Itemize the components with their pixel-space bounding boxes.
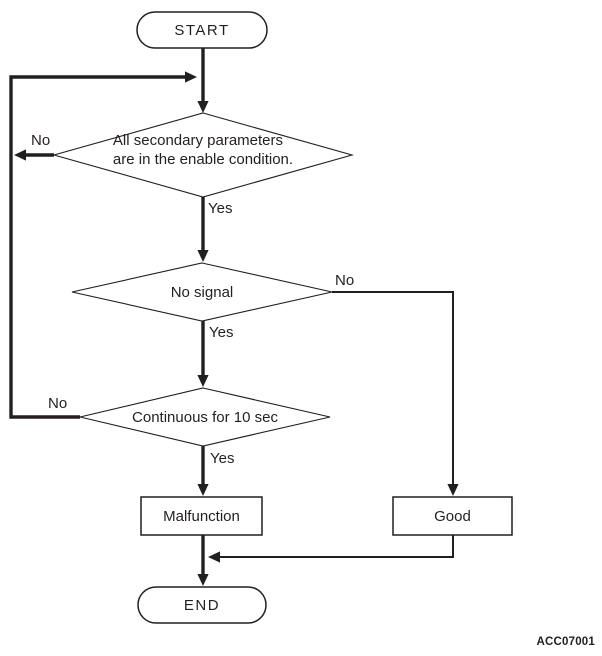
- edge-label-signal-no: No: [335, 272, 355, 289]
- edge-label-signal-yes: Yes: [209, 324, 234, 341]
- good-node-label: Good: [434, 507, 471, 525]
- edge-label-duration-yes: Yes: [210, 450, 235, 467]
- decision-signal-shape: [71, 262, 333, 322]
- arrowhead-into-end-icon: [197, 574, 209, 586]
- end-node-label: END: [183, 596, 221, 614]
- end-terminator-shape: [137, 586, 267, 624]
- decision-duration-shape: [79, 387, 331, 447]
- malfunction-box-shape: [140, 496, 263, 536]
- edge-label-duration-no: No: [48, 395, 68, 412]
- decision-duration-label: Continuous for 10 sec: [132, 409, 278, 426]
- decision-signal-label: No signal: [170, 284, 234, 301]
- edge-good-merge: [220, 535, 454, 558]
- malfunction-node-label: Malfunction: [163, 507, 240, 525]
- arrowheads: [14, 71, 459, 586]
- connectors-branch: [220, 291, 454, 558]
- figure-code: ACC07001: [536, 636, 595, 648]
- arrowhead-into-params-icon: [197, 101, 209, 113]
- edge-signal-no: [332, 291, 454, 484]
- start-terminator-shape: [136, 11, 268, 49]
- start-node-label: START: [174, 21, 230, 39]
- arrowhead-into-signal-icon: [197, 250, 209, 262]
- arrowhead-loop-join-icon: [185, 71, 197, 83]
- edge-label-params-yes: Yes: [208, 200, 233, 217]
- good-box-shape: [392, 496, 513, 536]
- decision-params-line2: are in the enable condition.: [112, 151, 294, 168]
- arrowhead-into-malfunction-icon: [197, 484, 209, 496]
- arrowhead-into-duration-icon: [197, 375, 209, 387]
- edge-feedback-loop: [9, 75, 185, 419]
- arrowhead-params-no-icon: [14, 149, 26, 161]
- decision-params-label: All secondary parameters are in the enab…: [113, 131, 293, 169]
- connectors-main: [9, 48, 205, 574]
- edge-label-params-no: No: [31, 132, 51, 149]
- arrowhead-merge-icon: [208, 551, 220, 563]
- node-shapes: [51, 11, 513, 624]
- decision-params-shape: [51, 112, 355, 198]
- decision-params-line1: All secondary parameters: [112, 132, 284, 149]
- arrowhead-into-good-icon: [447, 484, 459, 496]
